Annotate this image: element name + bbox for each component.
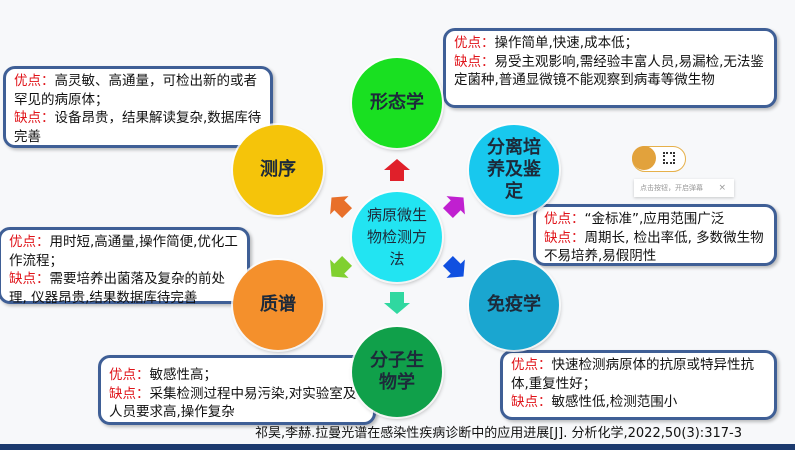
danmaku-widget[interactable] [632, 146, 686, 172]
pro-text: 快速检测病原体的抗原或特异性抗体,重复性好； [511, 357, 754, 392]
con-label: 缺点： [14, 110, 55, 126]
arrow-down-right-icon [442, 255, 465, 278]
comment-icon[interactable] [632, 146, 656, 170]
con-text: 易受主观影响,需经验丰富人员,易漏检,无法鉴定菌种,普通显微镜不能观察到病毒等微… [454, 53, 764, 89]
center-topic: 病原微生物检测方法 [352, 192, 442, 282]
method-label: 分离培养及鉴定 [487, 137, 541, 202]
con-label: 缺点： [109, 385, 150, 402]
con-label: 缺点： [454, 53, 495, 70]
con-text: 设备昂贵，结果解读复杂,数据库待完善 [14, 110, 262, 145]
pro-text: 用时短,高通量,操作简便,优化工作流程； [9, 234, 238, 269]
pro-label: 优点： [9, 234, 50, 250]
close-icon[interactable]: × [718, 183, 726, 193]
center-label: 病原微生物检测方法 [367, 206, 428, 268]
con-label: 缺点： [9, 271, 50, 287]
method-sequencing: 测序 [233, 125, 323, 215]
culture-note: 优点：“金标准”,应用范围广泛 缺点：周期长, 检出率低, 多数微生物不易培养,… [533, 204, 777, 266]
arrow-down-icon [384, 292, 410, 314]
method-label: 形态学 [370, 92, 424, 113]
pro-label: 优点： [454, 35, 495, 51]
con-text: 周期长, 检出率低, 多数微生物不易培养,易假阴性 [544, 229, 764, 265]
method-label: 分子生物学 [370, 350, 424, 393]
mass-spec-note: 优点：用时短,高通量,操作简便,优化工作流程； 缺点：需要培养出菌落及复杂的前处… [0, 227, 250, 306]
arrows [330, 159, 465, 314]
method-label: 质谱 [260, 294, 296, 315]
tooltip-text: 点击按钮，开启弹幕 [640, 184, 703, 192]
method-mass-spec: 质谱 [233, 260, 323, 350]
method-molecular: 分子生物学 [352, 327, 442, 417]
pro-label: 优点： [109, 367, 150, 383]
sequencing-note: 优点：高灵敏、高通量，可检出新的或者罕见的病原体； 缺点：设备昂贵，结果解读复杂… [3, 66, 273, 148]
con-label: 缺点： [544, 229, 585, 246]
pro-text: 操作简单,快速,成本低； [494, 35, 639, 51]
method-morphology: 形态学 [352, 58, 442, 148]
qr-code-icon[interactable] [663, 152, 675, 164]
con-label: 缺点： [511, 394, 552, 410]
con-text: 需要培养出菌落及复杂的前处理, 仪器昂贵,结果数据库待完善 [9, 271, 225, 306]
morphology-note: 优点：操作简单,快速,成本低； 缺点：易受主观影响,需经验丰富人员,易漏检,无法… [443, 28, 777, 108]
immunology-note: 优点：快速检测病原体的抗原或特异性抗体,重复性好； 缺点：敏感性低,检测范围小 [500, 350, 777, 420]
arrow-up-icon [384, 159, 410, 181]
pro-label: 优点： [511, 357, 552, 373]
citation: 祁昊,李赫.拉曼光谱在感染性疾病诊断中的应用进展[J]. 分析化学,2022,5… [255, 426, 742, 441]
method-culture: 分离培养及鉴定 [469, 125, 559, 215]
arrow-down-left-icon [330, 255, 353, 278]
method-label: 免疫学 [487, 294, 541, 315]
danmaku-tooltip: 点击按钮，开启弹幕 × [634, 179, 734, 197]
con-text: 采集检测过程中易污染,对实验室及人员要求高,操作复杂 [109, 385, 357, 421]
method-immunology: 免疫学 [469, 260, 559, 350]
pro-label: 优点： [14, 73, 55, 89]
pro-text: “金标准”,应用范围广泛 [584, 211, 725, 227]
pro-text: 高灵敏、高通量，可检出新的或者罕见的病原体； [14, 73, 257, 108]
pro-text: 敏感性高； [149, 367, 218, 383]
pro-label: 优点： [544, 211, 585, 227]
arrow-up-right-icon [442, 196, 465, 219]
molecular-note: 优点：敏感性高； 缺点：采集检测过程中易污染,对实验室及人员要求高,操作复杂 [98, 355, 376, 425]
arrow-up-left-icon [330, 196, 353, 219]
bottom-bar [0, 444, 795, 450]
con-text: 敏感性低,检测范围小 [551, 394, 678, 410]
method-label: 测序 [260, 159, 296, 180]
